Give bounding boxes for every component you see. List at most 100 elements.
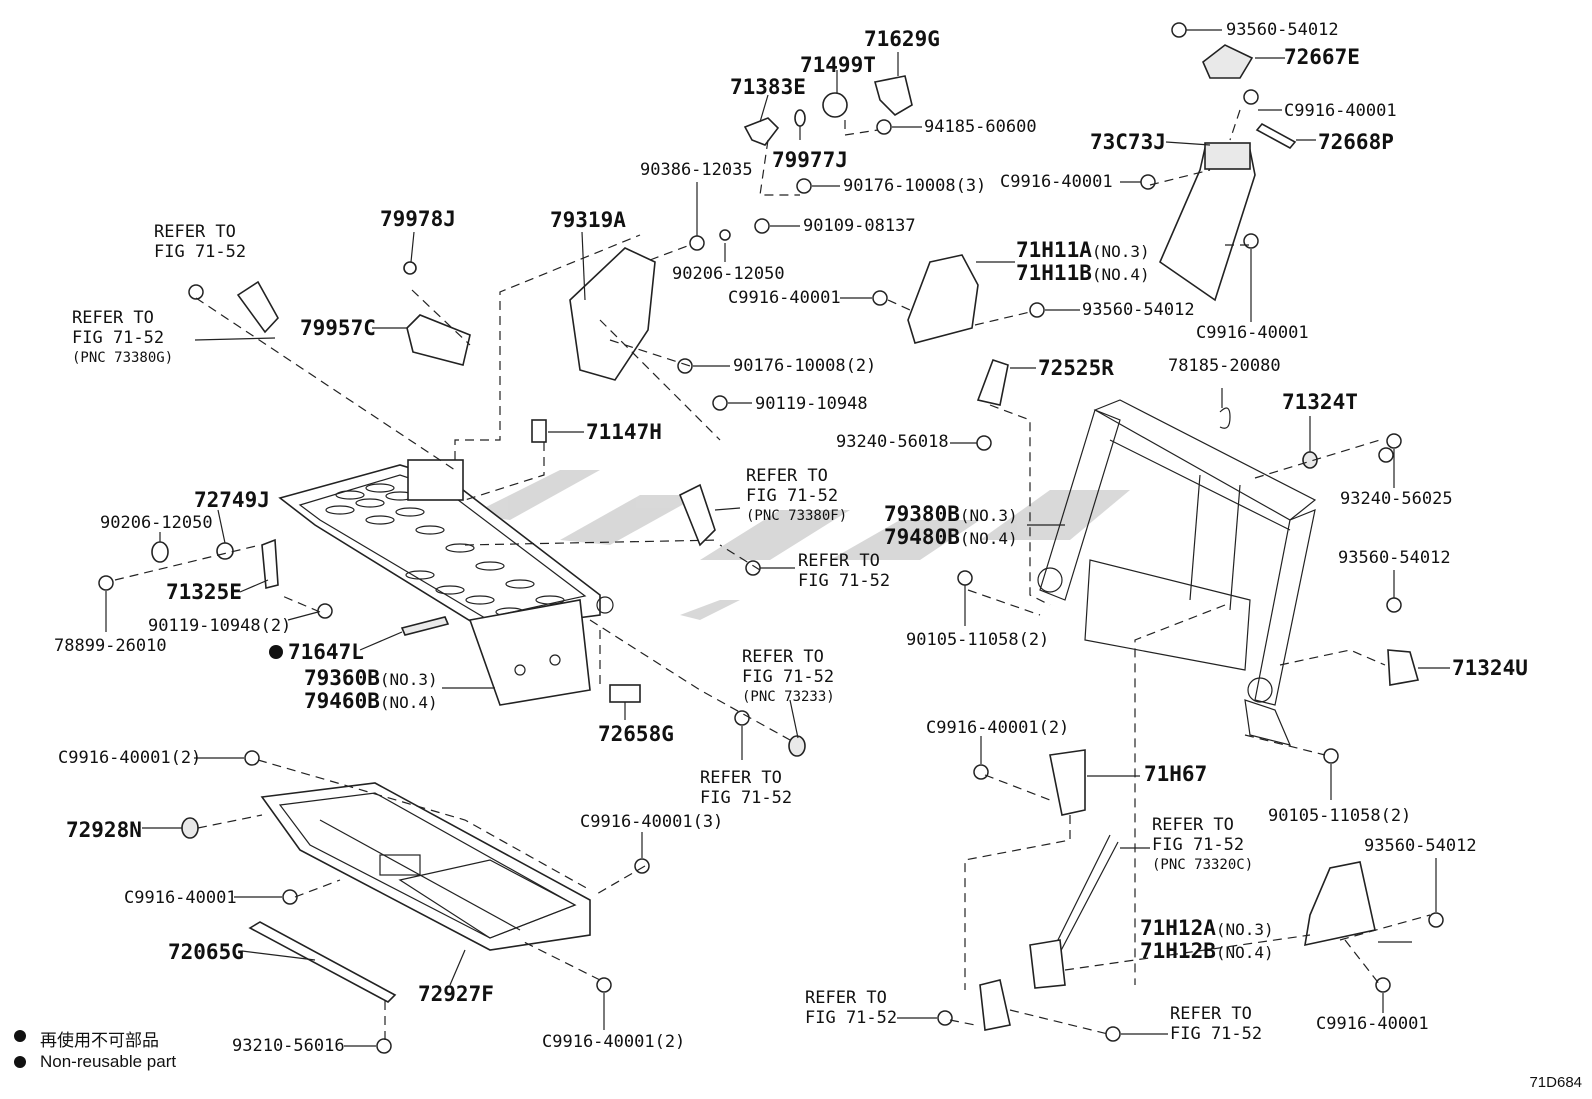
refer-line: (PNC 73380G) bbox=[72, 350, 174, 366]
part-label: C9916-40001 bbox=[1000, 172, 1113, 192]
refer-line: FIG 71-52 bbox=[72, 328, 165, 348]
part-label: 72749J bbox=[194, 488, 270, 512]
part-label: 71499T bbox=[800, 53, 876, 77]
part-label: 71H11B(NO.4) bbox=[1016, 261, 1150, 287]
part-label: 73C73J bbox=[1090, 130, 1166, 154]
legend-dot-1 bbox=[14, 1030, 26, 1042]
refer-line: FIG 71-52 bbox=[700, 788, 793, 808]
part-label: 79978J bbox=[380, 207, 456, 231]
part-label: 93240-56025 bbox=[1340, 489, 1453, 509]
part-label: 93210-56016 bbox=[232, 1036, 345, 1056]
refer-line: (PNC 73320C) bbox=[1152, 857, 1254, 873]
part-label: 71H12B(NO.4) bbox=[1140, 939, 1274, 965]
figure-code: 71D684 bbox=[1529, 1074, 1582, 1091]
refer-line: REFER TO bbox=[154, 222, 236, 242]
part-label: 78185-20080 bbox=[1168, 356, 1281, 376]
refer-line: REFER TO bbox=[1152, 815, 1234, 835]
part-label: 90119-10948 bbox=[755, 394, 868, 414]
refer-line: REFER TO bbox=[1170, 1004, 1252, 1024]
part-label: 93240-56018 bbox=[836, 432, 949, 452]
part-label: C9916-40001 bbox=[1284, 101, 1397, 121]
part-label: 79977J bbox=[772, 148, 848, 172]
refer-line: FIG 71-52 bbox=[742, 667, 835, 687]
variant-note: (NO.4) bbox=[379, 693, 438, 712]
part-label: 72525R bbox=[1038, 356, 1114, 380]
part-label: 79360B(NO.3) bbox=[304, 666, 438, 692]
legend-dot-2 bbox=[14, 1056, 26, 1068]
legend-text-japanese: 再使用不可部品 bbox=[40, 1031, 159, 1050]
non-reusable-marker-71647L bbox=[269, 645, 283, 659]
part-label: 71324U bbox=[1452, 656, 1528, 680]
part-label: 90176-10008(3) bbox=[843, 176, 987, 196]
part-label: 72928N bbox=[66, 818, 142, 842]
assembly-lines bbox=[114, 109, 1431, 1040]
under-tray-72927F bbox=[260, 782, 591, 951]
variant-note: (NO.4) bbox=[959, 529, 1018, 548]
refer-line: REFER TO bbox=[798, 551, 880, 571]
part-label: C9916-40001 bbox=[124, 888, 237, 908]
part-label: 72065G bbox=[168, 940, 244, 964]
seatback-frame-79380B bbox=[1037, 399, 1317, 746]
part-label: 71324T bbox=[1282, 390, 1358, 414]
refer-line: REFER TO bbox=[805, 988, 887, 1008]
part-label: 93560-54012 bbox=[1364, 836, 1477, 856]
part-label: 71325E bbox=[166, 580, 242, 604]
part-label: 71647L bbox=[288, 640, 364, 664]
refer-line: FIG 71-52 bbox=[805, 1008, 898, 1028]
part-label: 93560-54012 bbox=[1338, 548, 1451, 568]
part-label: C9916-40001(2) bbox=[542, 1032, 686, 1052]
part-number: 71H12A bbox=[1140, 916, 1216, 940]
cushion-frame-79360B bbox=[278, 459, 614, 706]
variant-note: (NO.4) bbox=[1215, 943, 1274, 962]
part-label: 90206-12050 bbox=[672, 264, 785, 284]
part-label: 71H67 bbox=[1144, 762, 1208, 786]
refer-line: FIG 71-52 bbox=[1170, 1024, 1263, 1044]
refer-line: (PNC 73233) bbox=[742, 689, 835, 705]
part-label: 71147H bbox=[586, 420, 662, 444]
part-label: 71383E bbox=[730, 75, 806, 99]
part-label: C9916-40001 bbox=[728, 288, 841, 308]
part-label: 72927F bbox=[418, 982, 494, 1006]
part-label: 90176-10008(2) bbox=[733, 356, 877, 376]
part-label: 90386-12035 bbox=[640, 160, 753, 180]
part-label: 78899-26010 bbox=[54, 636, 167, 656]
refer-line: REFER TO bbox=[746, 466, 828, 486]
refer-line: FIG 71-52 bbox=[798, 571, 891, 591]
legend-text-english: Non-reusable part bbox=[40, 1052, 177, 1071]
refer-line: REFER TO bbox=[742, 647, 824, 667]
part-number: 71H12B bbox=[1140, 939, 1216, 963]
part-label: 90119-10948(2) bbox=[148, 616, 292, 636]
part-label: 90206-12050 bbox=[100, 513, 213, 533]
refer-line: FIG 71-52 bbox=[154, 242, 247, 262]
variant-note: (NO.3) bbox=[959, 506, 1018, 525]
part-label: 79319A bbox=[550, 208, 626, 232]
refer-line: FIG 71-52 bbox=[1152, 835, 1245, 855]
part-label: 72667E bbox=[1284, 45, 1360, 69]
part-label: C9916-40001 bbox=[1196, 323, 1309, 343]
refer-line: REFER TO bbox=[700, 768, 782, 788]
refer-line: REFER TO bbox=[72, 308, 154, 328]
part-number: 79360B bbox=[304, 666, 380, 690]
part-label: 79380B(NO.3) bbox=[884, 502, 1018, 528]
variant-note: (NO.3) bbox=[379, 670, 438, 689]
part-label: 71H11A(NO.3) bbox=[1016, 238, 1150, 264]
part-label: 72658G bbox=[598, 722, 674, 746]
watermark-logo bbox=[470, 470, 1130, 620]
part-number: 71H11A bbox=[1016, 238, 1092, 262]
part-label: 71H12A(NO.3) bbox=[1140, 916, 1274, 942]
part-label: 90105-11058(2) bbox=[906, 630, 1050, 650]
part-label: 90105-11058(2) bbox=[1268, 806, 1412, 826]
small-parts bbox=[151, 44, 1420, 1031]
part-label: 79460B(NO.4) bbox=[304, 689, 438, 715]
variant-note: (NO.4) bbox=[1091, 265, 1150, 284]
leader-lines bbox=[105, 29, 1450, 1047]
